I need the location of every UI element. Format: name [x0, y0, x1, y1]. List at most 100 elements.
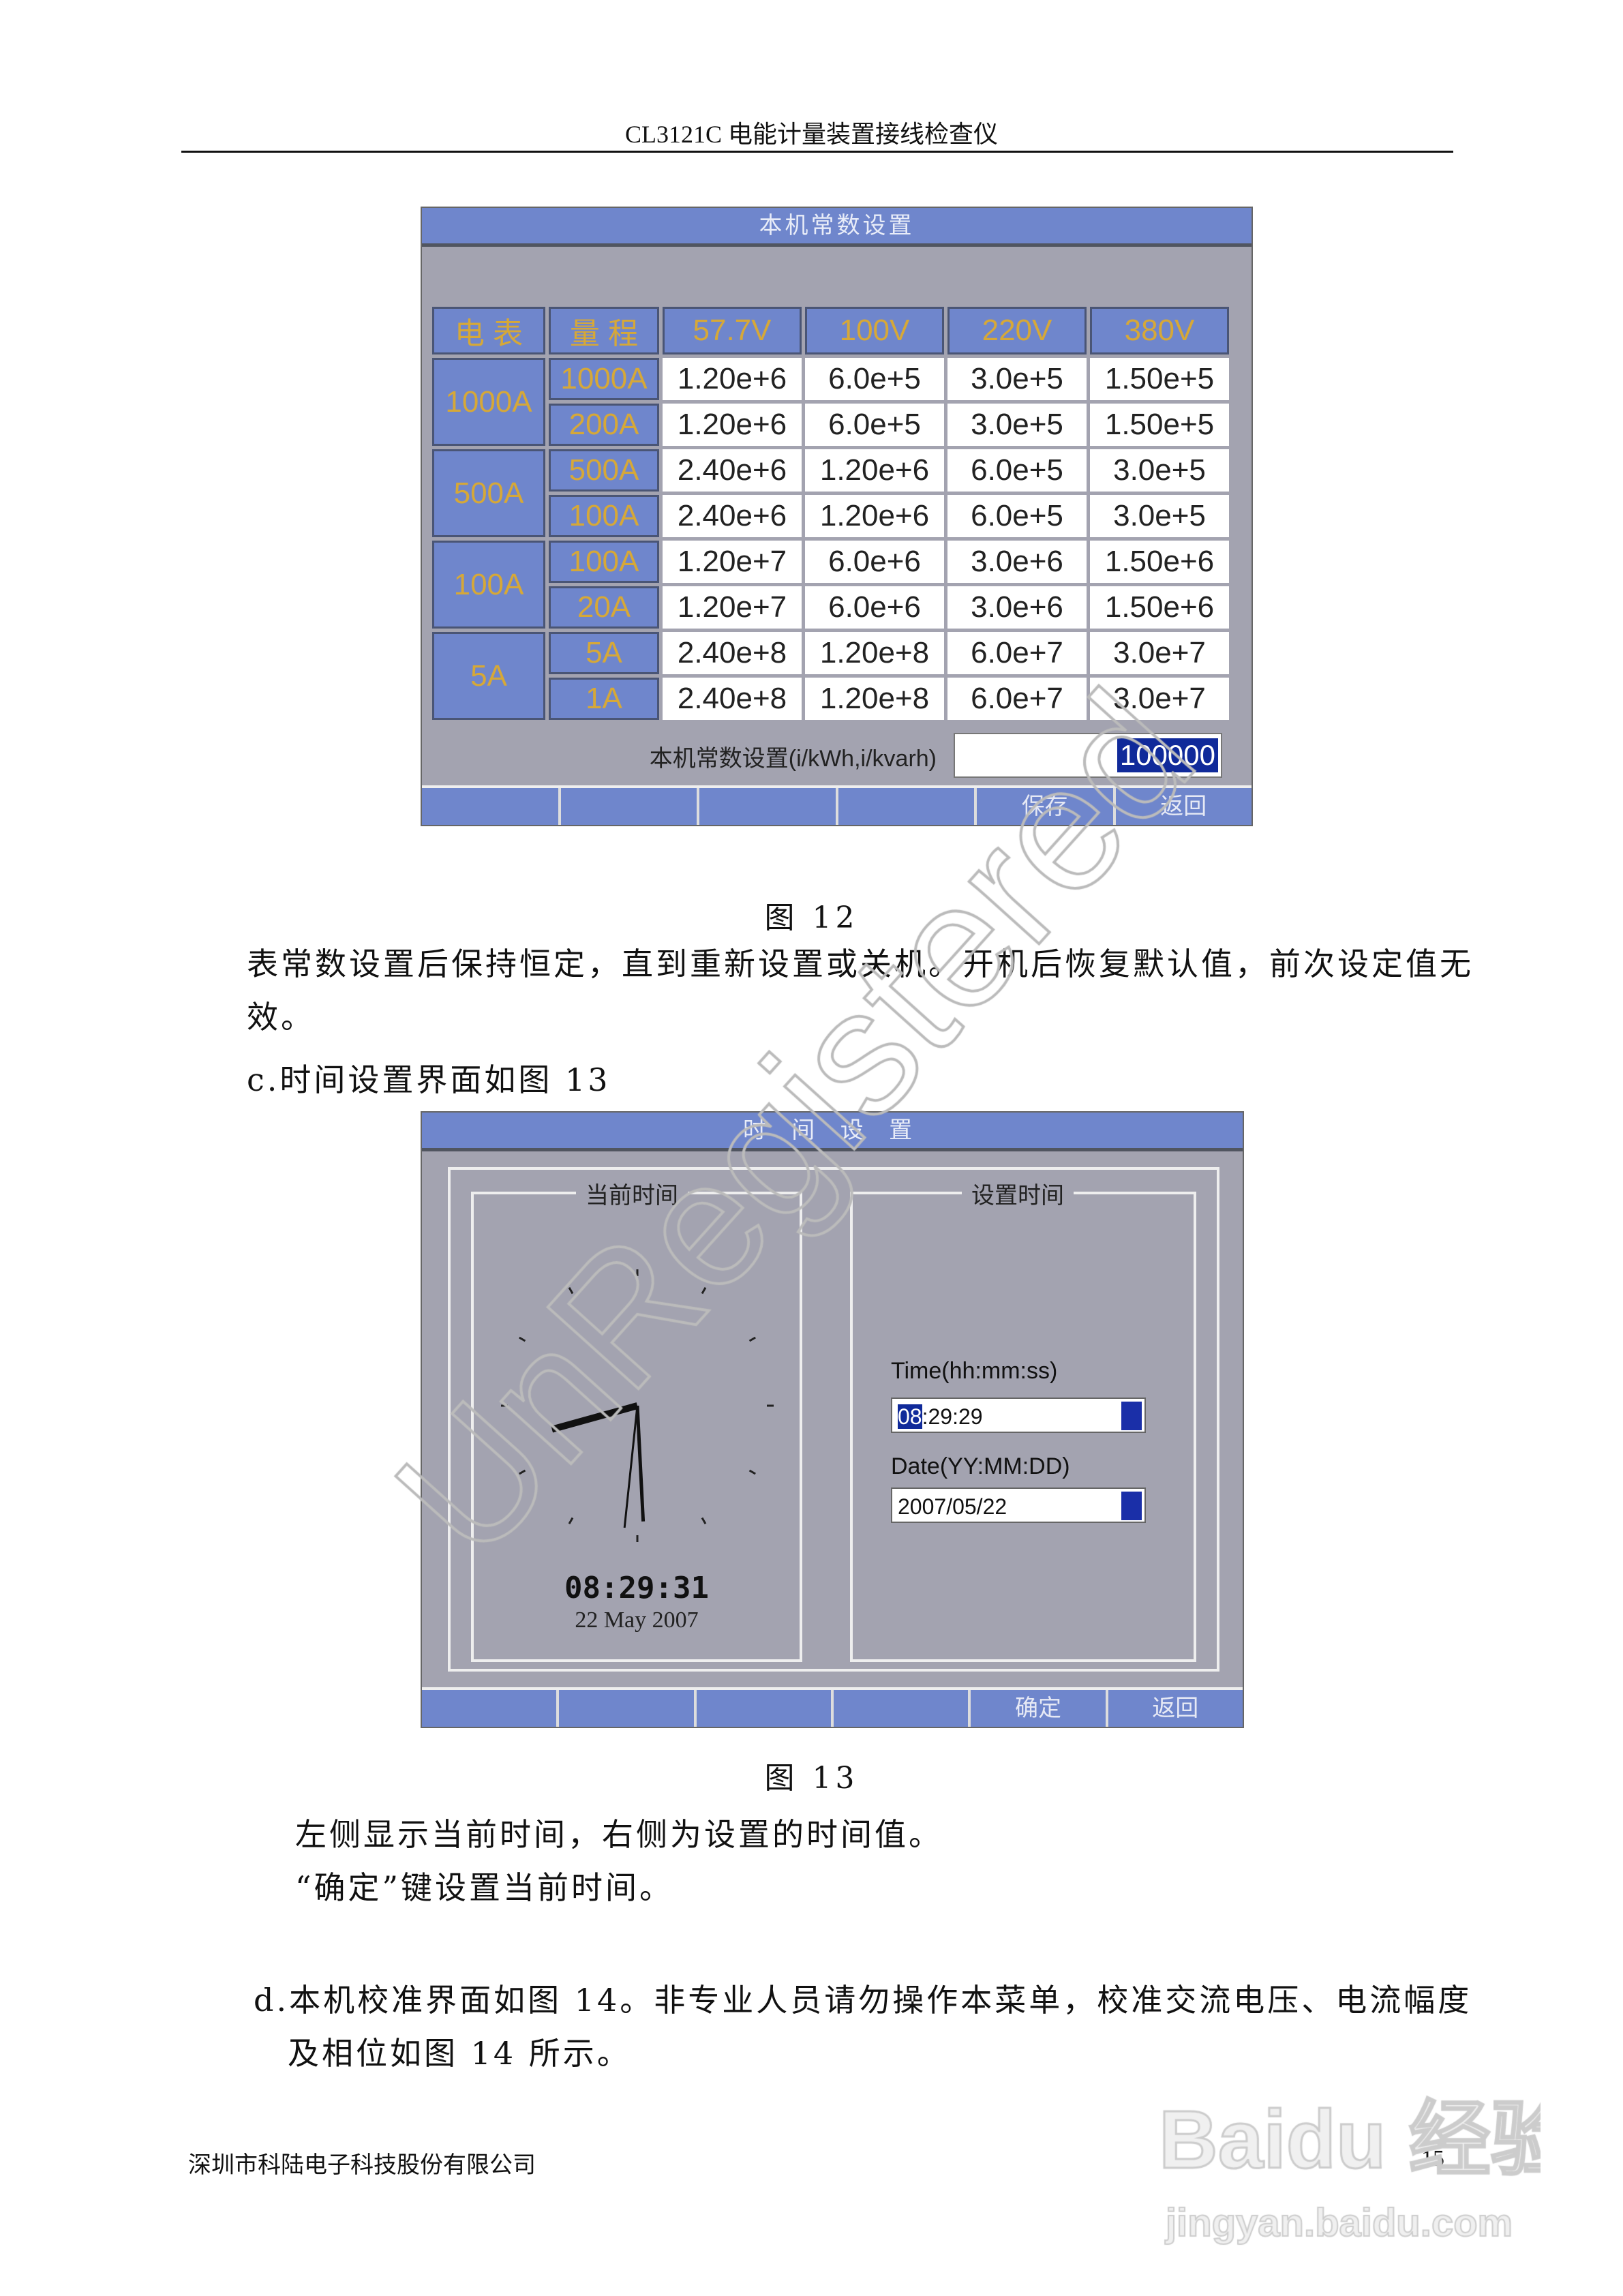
constant-cell: 1.50e+5: [1090, 358, 1229, 400]
meter-cell: 500A: [432, 449, 545, 537]
constant-cell: 3.0e+7: [1090, 678, 1229, 720]
constant-cell: 1.20e+6: [805, 495, 944, 537]
clock-tick: [748, 1469, 756, 1475]
date-value: 2007/05/22: [898, 1494, 1007, 1519]
analog-clock: [501, 1269, 774, 1542]
constant-cell: 3.0e+5: [947, 358, 1087, 400]
constant-cell: 3.0e+6: [947, 541, 1087, 583]
constant-cell: 6.0e+5: [805, 358, 944, 400]
paragraph-line: 效。: [247, 999, 315, 1036]
constant-cell: 3.0e+5: [1090, 495, 1229, 537]
section-d-line: 及相位如图 14 所示。: [288, 2035, 631, 2072]
constant-cell: 3.0e+5: [1090, 449, 1229, 492]
document-header: CL3121C 电能计量装置接线检查仪: [624, 121, 998, 148]
constant-cell: 1.20e+7: [663, 586, 802, 629]
f1-button[interactable]: [422, 788, 561, 825]
constant-cell: 2.40e+8: [663, 678, 802, 720]
figure-12-caption: 图 12: [764, 901, 859, 935]
paragraph-line: 左侧显示当前时间，右侧为设置的时间值。: [295, 1816, 943, 1853]
f1-button[interactable]: [422, 1690, 560, 1727]
f3-button[interactable]: [699, 788, 838, 825]
second-hand: [623, 1405, 639, 1528]
range-cell: 500A: [549, 449, 659, 492]
constant-cell: 6.0e+5: [947, 495, 1087, 537]
clock-tick: [568, 1287, 574, 1295]
time-hour-selected: 08: [898, 1404, 922, 1429]
col-header: 100V: [805, 307, 944, 354]
f4-button[interactable]: [838, 788, 977, 825]
meter-cell: 5A: [432, 632, 545, 720]
range-cell: 200A: [549, 404, 659, 446]
constant-cell: 1.20e+7: [663, 541, 802, 583]
constant-cell: 2.40e+6: [663, 495, 802, 537]
range-cell: 5A: [549, 632, 659, 674]
paragraph-line: 表常数设置后保持恒定，直到重新设置或关机。开机后恢复默认值，前次设定值无: [247, 946, 1474, 982]
constant-value: 100000: [1117, 738, 1218, 772]
col-header: 电 表: [432, 307, 545, 354]
clock-tick: [701, 1517, 707, 1524]
constant-cell: 3.0e+5: [947, 404, 1087, 446]
constant-cell: 6.0e+7: [947, 632, 1087, 674]
f2-button[interactable]: [560, 788, 699, 825]
figure-13-caption: 图 13: [764, 1761, 859, 1796]
confirm-button[interactable]: 确定: [971, 1690, 1108, 1727]
constant-cell: 2.40e+6: [663, 449, 802, 492]
f4-button[interactable]: [833, 1690, 971, 1727]
clock-tick: [519, 1336, 526, 1342]
screen-title: 时 间 设 置: [422, 1113, 1243, 1151]
constant-input[interactable]: 100000: [954, 733, 1222, 778]
col-header: 380V: [1090, 307, 1229, 354]
function-bar: 保存 返回: [422, 785, 1252, 825]
time-input[interactable]: 08:29:29: [891, 1398, 1146, 1433]
constant-cell: 3.0e+6: [947, 586, 1087, 629]
constant-cell: 1.20e+6: [805, 449, 944, 492]
hour-hand: [551, 1402, 639, 1433]
range-cell: 20A: [549, 586, 659, 629]
date-input[interactable]: 2007/05/22: [891, 1487, 1146, 1523]
current-time-group: 当前时间 08:29:31 22 May 2007: [471, 1177, 802, 1662]
col-header: 220V: [947, 307, 1087, 354]
table-header-row: 电 表 量 程 57.7V 100V 220V 380V: [432, 307, 1229, 354]
constant-cell: 1.50e+5: [1090, 404, 1229, 446]
screen-title: 本机常数设置: [422, 208, 1252, 247]
constant-cell: 1.20e+6: [663, 404, 802, 446]
section-c-heading: c.时间设置界面如图 13: [247, 1061, 611, 1098]
baidu-jingyan-logo: [1152, 2066, 1541, 2250]
clock-tick: [701, 1287, 707, 1295]
clock-tick: [748, 1336, 756, 1342]
footer-company: 深圳市科陆电子科技股份有限公司: [188, 2153, 536, 2178]
constant-cell: 1.20e+8: [805, 678, 944, 720]
time-settings-screen: 时 间 设 置 当前时间 08:29:31 22 May 2007 设置时间 T…: [421, 1111, 1244, 1728]
section-d-line: d.本机校准界面如图 14。非专业人员请勿操作本菜单，校准交流电压、电流幅度: [254, 1982, 1472, 2019]
constant-cell: 6.0e+5: [947, 449, 1087, 492]
back-button[interactable]: 返回: [1108, 1690, 1243, 1727]
constant-cell: 1.50e+6: [1090, 586, 1229, 629]
constant-cell: 1.50e+6: [1090, 541, 1229, 583]
date-spinner-icon[interactable]: [1121, 1492, 1142, 1520]
constant-label: 本机常数设置(i/kWh,i/kvarh): [649, 746, 937, 772]
time-spinner-icon[interactable]: [1121, 1402, 1142, 1430]
group-title: 设置时间: [962, 1177, 1074, 1210]
group-title: 当前时间: [576, 1177, 688, 1210]
f2-button[interactable]: [559, 1690, 697, 1727]
save-button[interactable]: 保存: [977, 788, 1116, 825]
constant-settings-screen: 本机常数设置 电 表 量 程 57.7V 100V 220V 380V 1000…: [421, 207, 1253, 826]
date-text: 22 May 2007: [575, 1607, 699, 1633]
col-header: 57.7V: [663, 307, 802, 354]
clock-tick: [568, 1517, 574, 1524]
range-cell: 1000A: [549, 358, 659, 400]
f3-button[interactable]: [696, 1690, 834, 1727]
range-cell: 100A: [549, 541, 659, 583]
constant-cell: 1.20e+6: [663, 358, 802, 400]
constant-cell: 6.0e+5: [805, 404, 944, 446]
date-label: Date(YY:MM:DD): [891, 1453, 1070, 1479]
col-header: 量 程: [549, 307, 659, 354]
back-button[interactable]: 返回: [1115, 788, 1252, 825]
